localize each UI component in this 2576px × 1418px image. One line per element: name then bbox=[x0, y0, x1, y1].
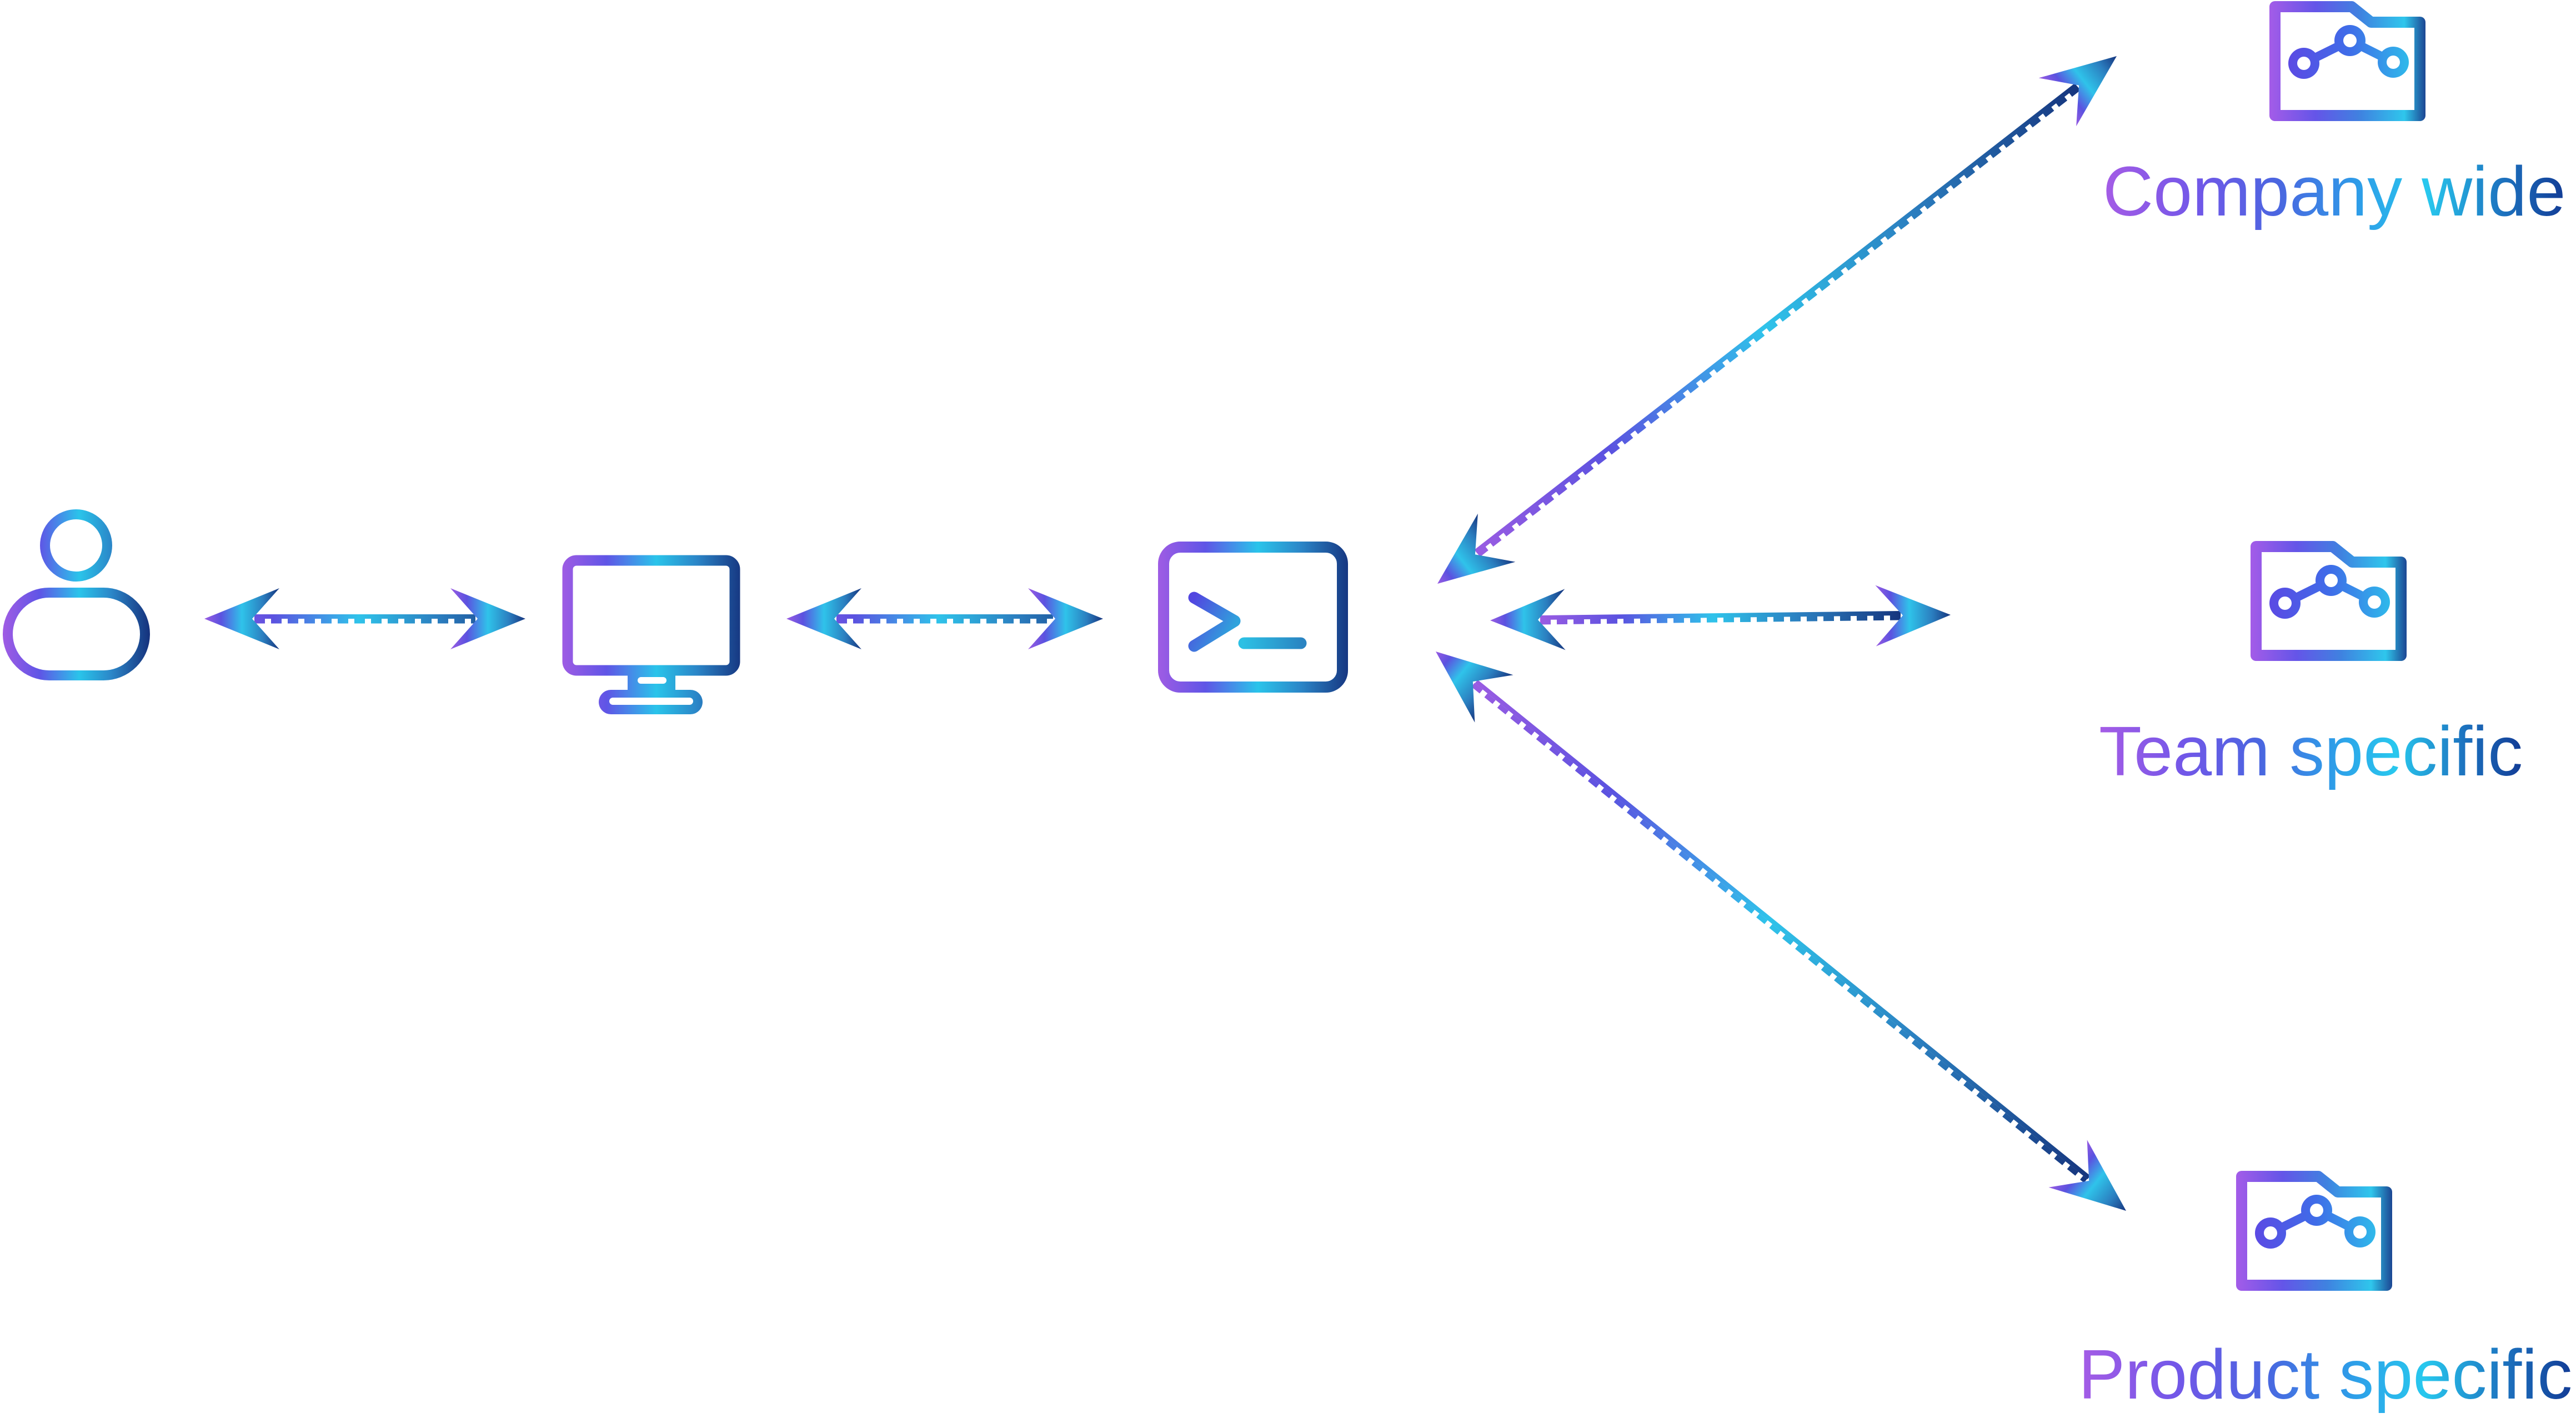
arrowhead-left bbox=[204, 588, 279, 649]
user-body bbox=[3, 588, 150, 680]
arrowhead-toward-folder bbox=[2038, 56, 2117, 127]
arrowhead-right bbox=[450, 588, 525, 649]
arrowhead-toward-terminal bbox=[1437, 513, 1516, 584]
folder-outline bbox=[2269, 1, 2425, 121]
terminal-folder-arrows bbox=[1436, 56, 2126, 1211]
user-head bbox=[40, 509, 112, 582]
network-graph bbox=[2269, 565, 2390, 619]
computer-terminal-arrow bbox=[786, 588, 1103, 649]
arrow-to-team bbox=[1490, 585, 1951, 650]
folder-network-icon-company bbox=[2269, 1, 2425, 121]
product-specific-label: Product specific bbox=[2078, 1335, 2573, 1414]
terminal-prompt-chevron bbox=[1188, 592, 1241, 652]
folder-network-icon-team bbox=[2251, 541, 2407, 661]
folder-outline bbox=[2236, 1171, 2392, 1291]
arrowhead-toward-terminal bbox=[1490, 589, 1566, 650]
user-icon bbox=[3, 509, 150, 680]
monitor-base-slot bbox=[609, 698, 693, 705]
user-computer-arrow bbox=[204, 588, 525, 649]
arrowhead-right bbox=[1028, 588, 1103, 649]
arrowhead-left bbox=[786, 588, 861, 649]
network-graph bbox=[2255, 1195, 2375, 1249]
folder-outline bbox=[2251, 541, 2407, 661]
company-wide-label: Company wide bbox=[2103, 152, 2566, 231]
monitor-neck-slot bbox=[638, 677, 666, 684]
arrow-to-company bbox=[1437, 56, 2117, 584]
folder-network-icon-product bbox=[2236, 1171, 2392, 1291]
arrowhead-toward-folder bbox=[2048, 1140, 2126, 1211]
monitor-screen bbox=[562, 555, 740, 676]
arrowhead-toward-folder bbox=[1875, 585, 1951, 647]
terminal-icon bbox=[1158, 542, 1348, 693]
team-specific-label: Team specific bbox=[2099, 712, 2523, 790]
terminal-window bbox=[1158, 542, 1348, 693]
arrowhead-toward-terminal bbox=[1436, 652, 1513, 723]
network-graph bbox=[2288, 25, 2409, 79]
arrow-to-product bbox=[1436, 652, 2126, 1211]
computer-icon bbox=[562, 555, 740, 714]
